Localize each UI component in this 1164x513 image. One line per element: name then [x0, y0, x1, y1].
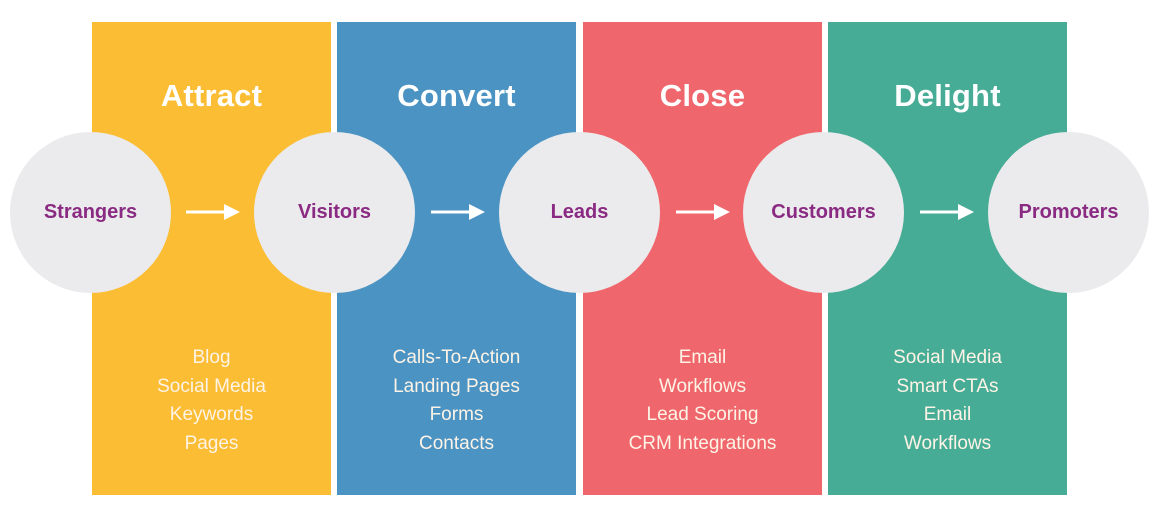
tool-item: Pages	[184, 432, 239, 454]
tool-item: Blog	[192, 347, 231, 368]
tool-item: Workflows	[658, 375, 747, 397]
tool-item: CRM Integrations	[628, 432, 777, 454]
audience-circle-promoters: Promoters	[988, 132, 1149, 293]
tool-item: Contacts	[419, 432, 494, 454]
tool-item: Email	[923, 404, 972, 425]
arrow-right-icon	[186, 204, 240, 220]
stage-title: Attract	[160, 78, 263, 113]
stage-title: Delight	[894, 78, 1001, 113]
stage-tools-list: Calls-To-Action Landing Pages Forms Cont…	[337, 344, 576, 458]
audience-label: Leads	[550, 201, 609, 223]
audience-circle-leads: Leads	[499, 132, 660, 293]
audience-label: Strangers	[43, 201, 138, 223]
audience-label: Visitors	[298, 201, 371, 223]
tool-item: Forms	[429, 404, 484, 425]
arrow-right-icon	[676, 204, 730, 220]
audience-label: Promoters	[1018, 201, 1119, 223]
tool-item: Social Media	[157, 375, 266, 397]
tool-item: Landing Pages	[393, 375, 520, 397]
stage-tools-list: Email Workflows Lead Scoring CRM Integra…	[583, 344, 822, 458]
stage-tools-list: Blog Social Media Keywords Pages	[92, 344, 331, 458]
arrow-right-icon	[920, 204, 974, 220]
tool-item: Workflows	[903, 432, 992, 454]
audience-label: Customers	[771, 201, 876, 223]
stage-title: Convert	[397, 78, 516, 113]
tool-item: Keywords	[169, 404, 254, 425]
tool-item: Lead Scoring	[646, 404, 759, 425]
stage-tools-list: Social Media Smart CTAs Email Workflows	[828, 344, 1067, 458]
tool-item: Calls-To-Action	[392, 347, 521, 368]
audience-circle-strangers: Strangers	[10, 132, 171, 293]
tool-item: Smart CTAs	[896, 375, 999, 397]
tool-item: Email	[678, 347, 727, 368]
audience-circle-customers: Customers	[743, 132, 904, 293]
stage-title: Close	[659, 78, 746, 113]
audience-circle-visitors: Visitors	[254, 132, 415, 293]
tool-item: Social Media	[893, 347, 1002, 368]
arrow-right-icon	[431, 204, 485, 220]
